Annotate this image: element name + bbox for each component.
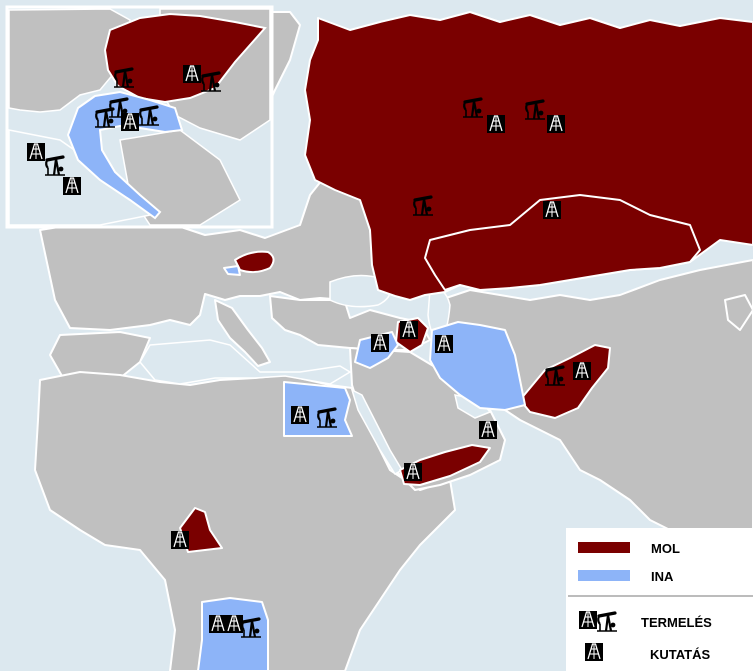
legend-swatch-mol xyxy=(578,542,630,553)
legend-swatch-ina xyxy=(578,570,630,581)
drilling-rig-icon xyxy=(170,530,190,550)
legend-label-mol: MOL xyxy=(651,541,680,556)
legend-label-ina: INA xyxy=(651,569,674,584)
drilling-rig-icon xyxy=(120,112,140,132)
drilling-rig-icon xyxy=(224,614,244,634)
drilling-rig-icon xyxy=(399,320,419,340)
drilling-rig-icon xyxy=(546,114,566,134)
legend-label-production: TERMELÉS xyxy=(641,615,712,630)
legend-label-exploration: KUTATÁS xyxy=(650,647,711,662)
drilling-rig-icon xyxy=(403,462,423,482)
drilling-rig-icon xyxy=(478,420,498,440)
inset-map xyxy=(5,5,274,229)
drilling-rig-icon xyxy=(370,333,390,353)
drilling-rig-icon xyxy=(290,405,310,425)
drilling-rig-icon xyxy=(542,200,562,220)
drilling-rig-icon xyxy=(434,334,454,354)
inland-seas xyxy=(139,260,493,476)
legend: MOL INA TERMELÉS KUTATÁS xyxy=(566,528,753,671)
drilling-rig-icon xyxy=(26,142,46,162)
mol-regions xyxy=(179,11,753,553)
drilling-rig-icon xyxy=(208,614,228,634)
drilling-rig-icon xyxy=(584,642,604,662)
drilling-rig-icon xyxy=(572,361,592,381)
inset-hungary xyxy=(103,12,267,104)
drilling-rig-icon xyxy=(486,114,506,134)
drilling-rig-icon xyxy=(182,64,202,84)
drilling-rig-icon xyxy=(62,176,82,196)
drilling-rig-icon xyxy=(578,610,598,630)
